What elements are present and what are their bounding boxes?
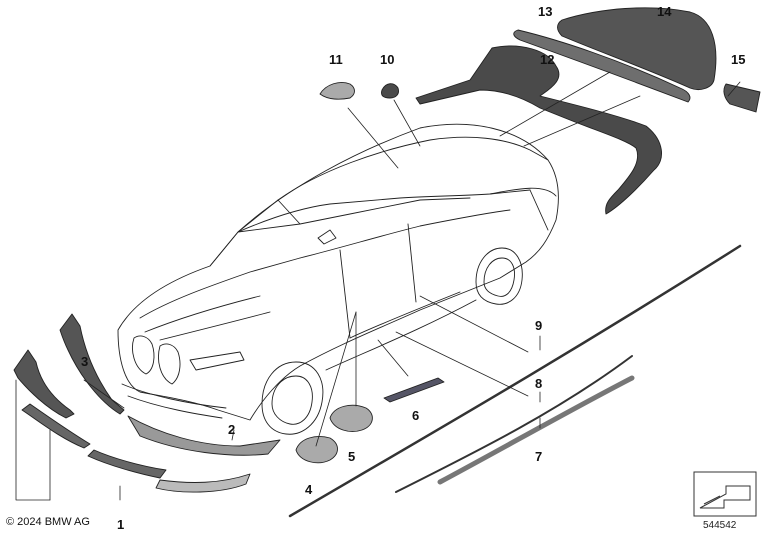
callout-11: 11 — [329, 52, 343, 67]
part-1-lip-a — [13, 349, 75, 419]
diagram-number: 544542 — [703, 520, 737, 531]
part-2-lip — [127, 415, 281, 456]
part-6-sill-plate — [383, 377, 445, 403]
callout-15: 15 — [731, 52, 745, 67]
callouts: 1 2 3 4 5 6 7 8 9 10 11 12 13 14 15 — [81, 4, 745, 532]
callout-12: 12 — [540, 52, 554, 67]
callout-8: 8 — [535, 376, 542, 391]
callout-14: 14 — [657, 4, 672, 19]
part-11-mirror-cap — [319, 82, 355, 100]
part-9-stripe — [288, 244, 742, 518]
part-10-antenna — [381, 83, 399, 99]
callout-2: 2 — [228, 422, 235, 437]
leader-lines — [15, 71, 741, 501]
part-13-lip — [513, 29, 691, 103]
car-outline — [117, 123, 559, 435]
callout-7: 7 — [535, 449, 542, 464]
callout-6: 6 — [412, 408, 419, 423]
callout-10: 10 — [380, 52, 394, 67]
arrow-icon — [703, 495, 721, 505]
callout-4: 4 — [305, 482, 313, 497]
part-5-mirror — [329, 404, 373, 432]
callout-9: 9 — [535, 318, 542, 333]
part-3-splitter-upper — [59, 313, 125, 415]
part-14-spoiler — [557, 7, 717, 91]
part-7-stripe — [437, 375, 635, 485]
part-4-mirror — [295, 436, 338, 464]
callout-1: 1 — [117, 517, 124, 532]
callout-5: 5 — [348, 449, 355, 464]
part-1-lip-b — [21, 403, 91, 449]
copyright-text: © 2024 BMW AG — [6, 516, 90, 528]
part-1-lip-c — [87, 449, 167, 479]
part-12-diffuser — [415, 45, 662, 215]
part-1-lip-d — [155, 473, 251, 493]
part-15-trim — [723, 83, 761, 113]
part-8-stripe — [395, 355, 633, 493]
diagram-id-box — [693, 471, 757, 517]
callout-13: 13 — [538, 4, 552, 19]
callout-3: 3 — [81, 354, 88, 369]
